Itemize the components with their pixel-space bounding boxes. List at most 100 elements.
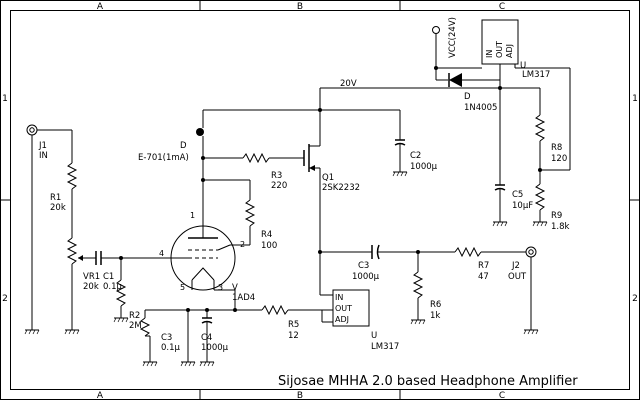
c5-ref: C5 [512, 190, 523, 200]
j2-value: OUT [508, 272, 527, 282]
c3-small-value: 0.1μ [161, 343, 181, 353]
c1-ref: C1 [103, 272, 114, 282]
resistor-r7: R7 47 [454, 246, 526, 282]
tube-ref: V [232, 283, 238, 293]
led-ref: D [180, 141, 187, 151]
r4-value: 100 [261, 241, 277, 251]
tube-pin-3: 3 [218, 283, 223, 292]
led-d-e701: D E-701(1mA) [138, 109, 320, 226]
r6-ref: R6 [430, 300, 441, 310]
u-upper-value: LM317 [522, 70, 550, 80]
j1-ref: J1 [38, 141, 47, 151]
r1-ref: R1 [50, 193, 61, 203]
r5-ref: R5 [288, 320, 299, 330]
ground-symbols [24, 171, 548, 367]
r8-value: 120 [551, 154, 567, 164]
r4-ref: R4 [261, 230, 272, 240]
c2-value: 1000μ [410, 162, 438, 172]
resistor-r1: R1 20k [50, 130, 78, 238]
rail-20v: 20V [320, 79, 540, 111]
grid-col-b-top: B [297, 2, 303, 12]
resistor-r8: R8 120 [534, 68, 571, 171]
capacitor-c3-small: C3 0.1μ [161, 333, 181, 353]
jack-j1: J1 IN [26, 124, 72, 330]
r6-value: 1k [430, 311, 440, 321]
u-lower-value: LM317 [371, 342, 399, 352]
r8-ref: R8 [551, 143, 562, 153]
q1-value: 2SK2232 [322, 183, 360, 193]
q1-ref: Q1 [322, 173, 334, 183]
diode-ref: D [464, 92, 471, 102]
tube-pin-1: 1 [190, 211, 195, 220]
r9-ref: R9 [551, 211, 562, 221]
c1-value: 0.1μ [103, 282, 123, 292]
u-upper-ref: U [520, 61, 526, 71]
junctions [119, 66, 542, 312]
grid-col-c-top: C [499, 2, 505, 12]
u-lower-out: OUT [335, 304, 352, 313]
u-lower-adj: ADJ [335, 315, 349, 324]
tube-pin-4: 4 [159, 249, 164, 258]
r7-ref: R7 [478, 261, 489, 271]
resistor-r6: R6 1k [412, 252, 441, 321]
r3-ref: R3 [271, 171, 282, 181]
resistor-r4: R4 100 [230, 180, 277, 251]
grid-row-1-left: 1 [2, 94, 8, 104]
u-lower-ref: U [371, 331, 377, 341]
grid-col-c-bottom: C [499, 391, 505, 400]
r2-ref: R2 [129, 311, 140, 321]
led-value: E-701(1mA) [138, 153, 189, 163]
u-upper-adj: ADJ [505, 44, 514, 58]
capacitor-c4: C4 1000μ [187, 309, 235, 362]
r1-value: 20k [50, 203, 66, 213]
grid-row-2-right: 2 [632, 294, 638, 304]
c4-ref: C4 [201, 333, 212, 343]
resistor-r3: R3 220 [203, 152, 304, 191]
capacitor-c5: C5 10μF [494, 88, 533, 222]
grid-col-a-top: A [97, 2, 104, 12]
mosfet-q1: Q1 2SK2232 [303, 88, 360, 295]
capacitor-c2: C2 1000μ [394, 110, 438, 172]
resistor-r2: R2 2M [129, 309, 188, 362]
c3-output-value: 1000μ [352, 272, 380, 282]
c3-output-ref: C3 [358, 261, 369, 271]
regulator-u-lower: IN OUT ADJ R5 12 U LM317 [235, 289, 399, 352]
diode-1n4005: D 1N4005 [435, 68, 500, 113]
regulator-u-upper: IN OUT ADJ U LM317 [481, 19, 570, 80]
vr1-value: 20k [83, 282, 99, 292]
r2-value: 2M [129, 321, 142, 331]
u-upper-in: IN [485, 50, 494, 58]
vcc-label: VCC(24V) [448, 17, 458, 58]
j2-ref: J2 [511, 261, 520, 271]
c2-ref: C2 [410, 151, 421, 161]
resistor-grid-leak [115, 258, 127, 318]
r5-value: 12 [288, 331, 299, 341]
vacuum-tube-v: 1 2 3 4 5 V 1AD4 [159, 211, 255, 303]
j1-value: IN [39, 151, 48, 161]
jack-j2: J2 OUT [508, 246, 537, 330]
u-lower-in: IN [335, 293, 343, 302]
r3-value: 220 [271, 181, 287, 191]
output-node [320, 251, 372, 296]
resistor-r9: R9 1.8k [534, 170, 570, 232]
tube-pin-5: 5 [180, 283, 185, 292]
rail-label: 20V [340, 79, 357, 89]
grid-col-b-bottom: B [297, 391, 303, 400]
c3-small-ref: C3 [161, 333, 172, 343]
grid-row-2-left: 2 [2, 294, 8, 304]
u-upper-out: OUT [495, 41, 504, 58]
c4-value: 1000μ [201, 343, 229, 353]
potentiometer-vr1: VR1 20k [66, 237, 100, 330]
diode-value: 1N4005 [464, 103, 497, 113]
grid-col-a-bottom: A [97, 391, 104, 400]
supply-vcc: VCC(24V) [432, 17, 482, 69]
diagram-title: Sijosae MHHA 2.0 based Headphone Amplifi… [278, 374, 578, 389]
vr1-ref: VR1 [83, 272, 100, 282]
r7-value: 47 [478, 272, 489, 282]
capacitor-c1: C1 0.1μ [88, 251, 172, 292]
r9-value: 1.8k [551, 222, 570, 232]
c5-value: 10μF [512, 201, 533, 211]
